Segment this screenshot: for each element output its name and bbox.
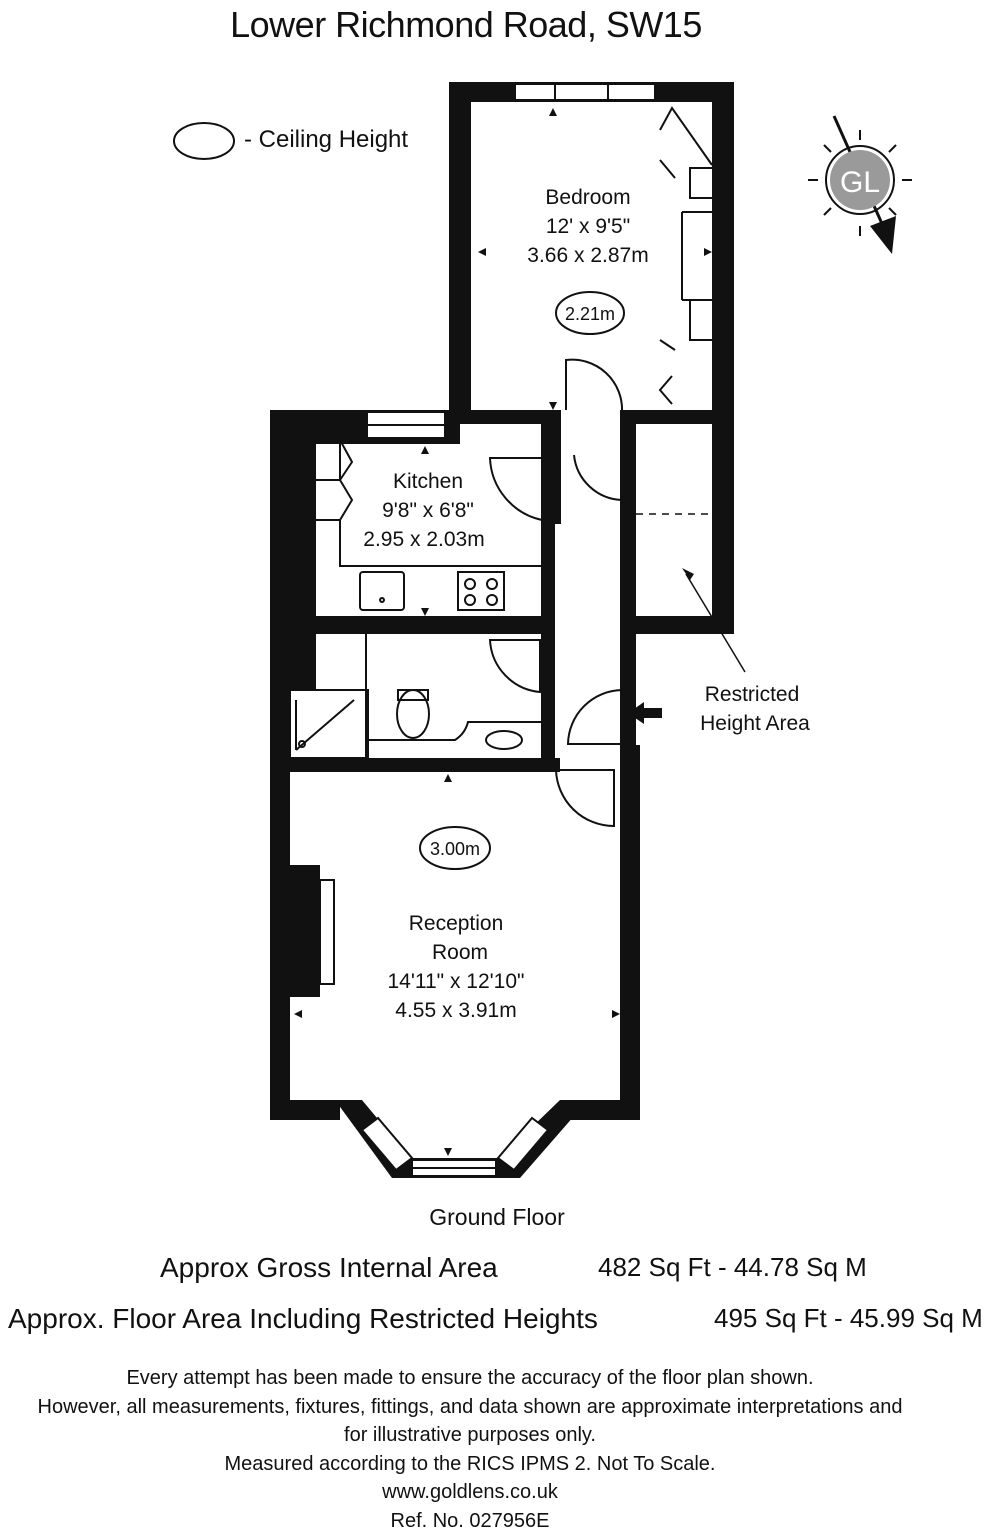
bedroom-imperial: 12' x 9'5" xyxy=(546,215,630,238)
disclaimer-line: However, all measurements, fixtures, fit… xyxy=(37,1395,903,1418)
gross-area-value: 482 Sq Ft - 44.78 Sq M xyxy=(598,1252,867,1282)
floor-label: Ground Floor xyxy=(429,1204,565,1230)
reception-name-line1: Reception xyxy=(409,912,504,935)
restricted-area-value: 495 Sq Ft - 45.99 Sq M xyxy=(714,1303,983,1333)
reference-number: Ref. No. 027956E xyxy=(390,1509,550,1532)
kitchen-name: Kitchen xyxy=(393,470,463,493)
reception-ceiling: 3.00m xyxy=(430,839,480,859)
bedroom-ceiling: 2.21m xyxy=(565,304,615,324)
compass-icon: GL xyxy=(808,115,912,254)
compass-logo-text: GL xyxy=(840,166,880,199)
bedroom-name: Bedroom xyxy=(545,186,630,209)
reception-ceiling-ellipse xyxy=(419,826,491,870)
kitchen-metric: 2.95 x 2.03m xyxy=(363,528,484,551)
floor-plan: Bedroom 12' x 9'5" 3.66 x 2.87m 2.21m Ki… xyxy=(270,82,810,1178)
disclaimer-line: Every attempt has been made to ensure th… xyxy=(126,1367,814,1389)
kitchen-imperial: 9'8" x 6'8" xyxy=(382,499,474,522)
reception-name-line2: Room xyxy=(432,941,488,964)
reception-metric: 4.55 x 3.91m xyxy=(395,999,516,1022)
ceiling-height-legend-ellipse xyxy=(173,122,235,160)
gross-area-label: Approx Gross Internal Area xyxy=(160,1252,498,1283)
page-title: Lower Richmond Road, SW15 xyxy=(230,4,702,45)
ceiling-height-legend-label: - Ceiling Height xyxy=(244,126,409,153)
restricted-area-label: Approx. Floor Area Including Restricted … xyxy=(8,1303,598,1334)
restricted-line1: Restricted xyxy=(705,683,800,706)
reception-imperial: 14'11" x 12'10" xyxy=(388,970,525,993)
restricted-line2: Height Area xyxy=(700,712,810,735)
bedroom-ceiling-ellipse xyxy=(555,291,625,335)
disclaimer: Every attempt has been made to ensure th… xyxy=(0,1364,940,1535)
disclaimer-line: for illustrative purposes only. xyxy=(344,1424,596,1446)
disclaimer-line: Measured according to the RICS IPMS 2. N… xyxy=(224,1452,716,1475)
walls xyxy=(270,82,734,1178)
website-link[interactable]: www.goldlens.co.uk xyxy=(382,1481,558,1503)
bedroom-metric: 3.66 x 2.87m xyxy=(527,244,648,267)
